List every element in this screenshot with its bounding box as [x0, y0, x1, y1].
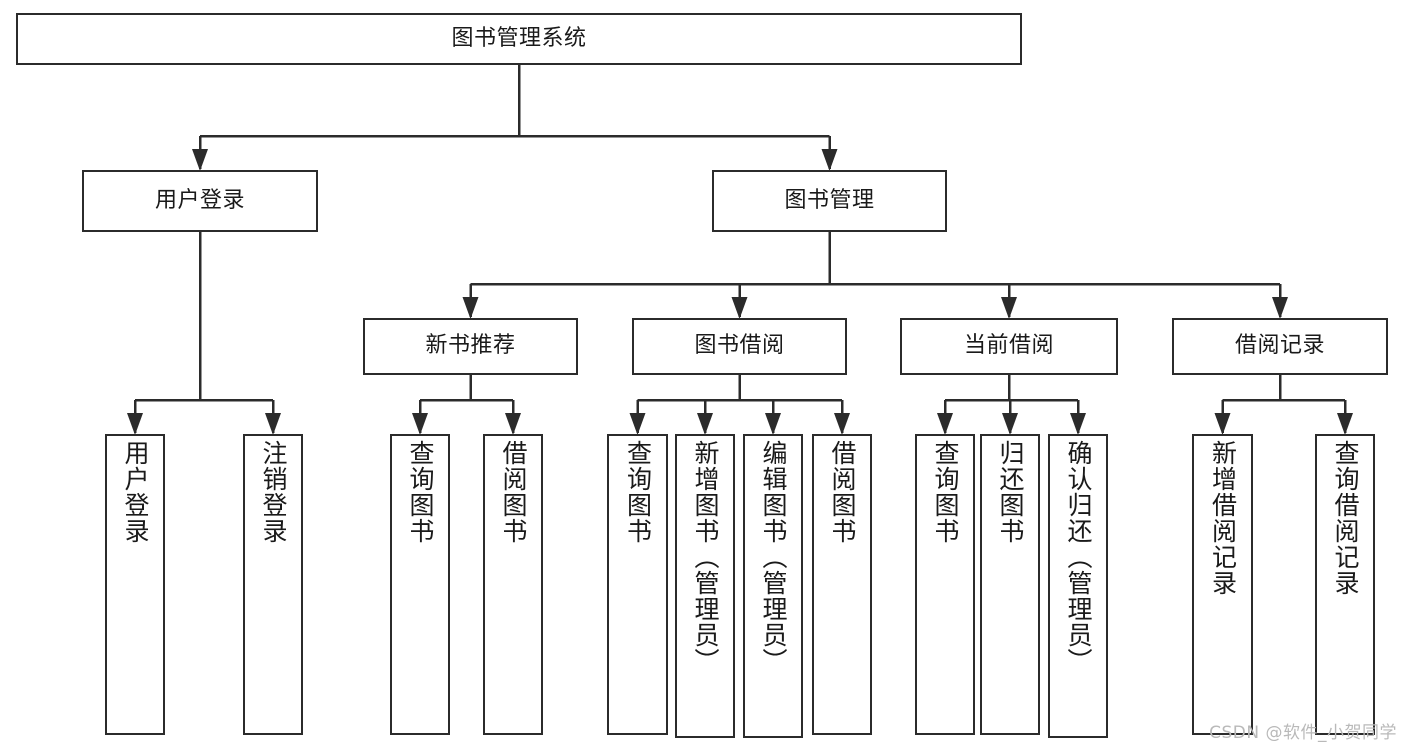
- leaf-node-leaf-query-record[interactable]: 查询借阅记录: [1315, 434, 1375, 735]
- node-label: 查询图书: [406, 440, 435, 544]
- node-label: 查询图书: [623, 440, 653, 544]
- level3-node-book-borrow[interactable]: 图书借阅: [632, 318, 847, 375]
- leaf-node-leaf-confirm-return[interactable]: 确认归还（管理员）: [1048, 434, 1108, 738]
- arrowhead: [834, 413, 850, 435]
- node-label: 查询图书: [931, 440, 960, 544]
- node-label: 新增图书（管理员）: [691, 440, 720, 674]
- node-label: 图书管理系统: [451, 25, 587, 51]
- leaf-node-leaf-query-book-2[interactable]: 查询图书: [607, 434, 668, 735]
- arrowhead: [937, 413, 953, 435]
- level2-node-user-login[interactable]: 用户登录: [82, 170, 318, 232]
- node-label: 图书管理: [784, 187, 875, 213]
- leaf-node-leaf-return-book[interactable]: 归还图书: [980, 434, 1040, 735]
- root-node[interactable]: 图书管理系统: [16, 13, 1022, 65]
- arrowhead: [765, 413, 781, 435]
- level3-node-current-borrow[interactable]: 当前借阅: [900, 318, 1118, 375]
- arrowhead: [1002, 413, 1018, 435]
- arrowhead: [821, 149, 838, 171]
- leaf-node-leaf-query-book-1[interactable]: 查询图书: [390, 434, 450, 735]
- arrowhead: [192, 149, 208, 171]
- leaf-node-leaf-user-logout[interactable]: 注销登录: [243, 434, 303, 735]
- arrowhead: [697, 413, 713, 435]
- arrowhead: [731, 297, 748, 319]
- node-label: 图书借阅: [694, 333, 785, 359]
- arrowhead: [412, 413, 428, 435]
- arrowhead: [1001, 297, 1017, 319]
- node-label: 借阅图书: [828, 440, 857, 544]
- level2-node-book-manage[interactable]: 图书管理: [712, 170, 947, 232]
- arrowhead: [127, 413, 143, 435]
- node-label: 注销登录: [259, 440, 288, 544]
- arrowhead: [505, 413, 521, 435]
- node-label: 用户登录: [154, 187, 245, 213]
- leaf-node-leaf-add-record[interactable]: 新增借阅记录: [1192, 434, 1253, 735]
- node-label: 当前借阅: [963, 333, 1054, 359]
- arrowhead: [1070, 413, 1086, 435]
- node-label: 确认归还（管理员）: [1064, 440, 1093, 674]
- level3-node-borrow-record[interactable]: 借阅记录: [1172, 318, 1388, 375]
- node-label: 新书推荐: [425, 333, 516, 359]
- arrowhead: [1272, 297, 1288, 319]
- node-label: 新增借阅记录: [1208, 440, 1238, 596]
- node-label: 借阅图书: [499, 440, 528, 544]
- node-label: 归还图书: [996, 440, 1025, 544]
- node-label: 查询借阅记录: [1331, 440, 1360, 596]
- node-label: 用户登录: [121, 440, 150, 544]
- leaf-node-leaf-user-login[interactable]: 用户登录: [105, 434, 165, 735]
- arrowhead: [265, 413, 281, 435]
- leaf-node-leaf-add-book[interactable]: 新增图书（管理员）: [675, 434, 735, 738]
- node-label: 借阅记录: [1234, 333, 1325, 359]
- level3-node-new-book-rec[interactable]: 新书推荐: [363, 318, 578, 375]
- arrowhead: [1214, 413, 1231, 435]
- watermark: CSDN @软件_小贺同学: [1209, 723, 1397, 743]
- arrowhead: [629, 413, 646, 435]
- leaf-node-leaf-borrow-book-2[interactable]: 借阅图书: [812, 434, 872, 735]
- leaf-node-leaf-borrow-book-1[interactable]: 借阅图书: [483, 434, 543, 735]
- leaf-node-leaf-query-book-3[interactable]: 查询图书: [915, 434, 975, 735]
- leaf-node-leaf-edit-book[interactable]: 编辑图书（管理员）: [743, 434, 803, 738]
- node-label: 编辑图书（管理员）: [759, 440, 788, 674]
- arrowhead: [1337, 413, 1353, 435]
- arrowhead: [462, 297, 479, 319]
